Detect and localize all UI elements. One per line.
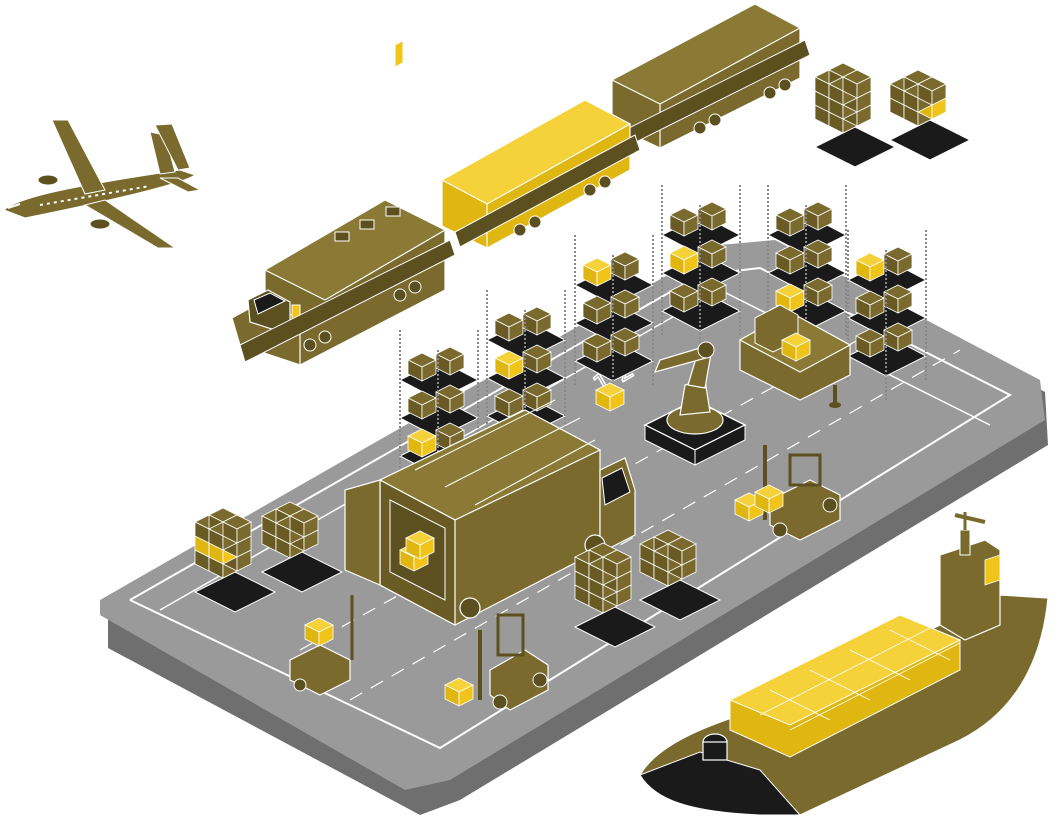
forklift-right <box>734 445 841 541</box>
robotic-arm <box>595 341 747 466</box>
pallet <box>193 571 277 613</box>
airplane <box>3 119 202 249</box>
pallet <box>638 579 722 621</box>
pallet-stack-top-right <box>813 62 972 168</box>
forklift-left <box>289 595 354 696</box>
pallet <box>260 551 344 593</box>
locomotive <box>231 39 456 366</box>
pallet <box>573 606 657 648</box>
warehouse-racks <box>398 185 928 500</box>
container-car-rear <box>610 3 811 149</box>
conveyor-machine <box>738 304 852 408</box>
storage-rack <box>660 185 742 355</box>
pallet <box>888 119 972 161</box>
storage-rack <box>573 235 655 405</box>
container-ship <box>639 512 1049 816</box>
storage-rack <box>485 290 567 460</box>
pallet <box>813 126 897 168</box>
forklift-center <box>444 613 549 711</box>
delivery-truck <box>344 399 636 626</box>
freight-train <box>231 3 811 366</box>
storage-rack <box>846 230 928 400</box>
container-car-yellow <box>440 99 641 249</box>
floor-pallets <box>193 501 722 648</box>
